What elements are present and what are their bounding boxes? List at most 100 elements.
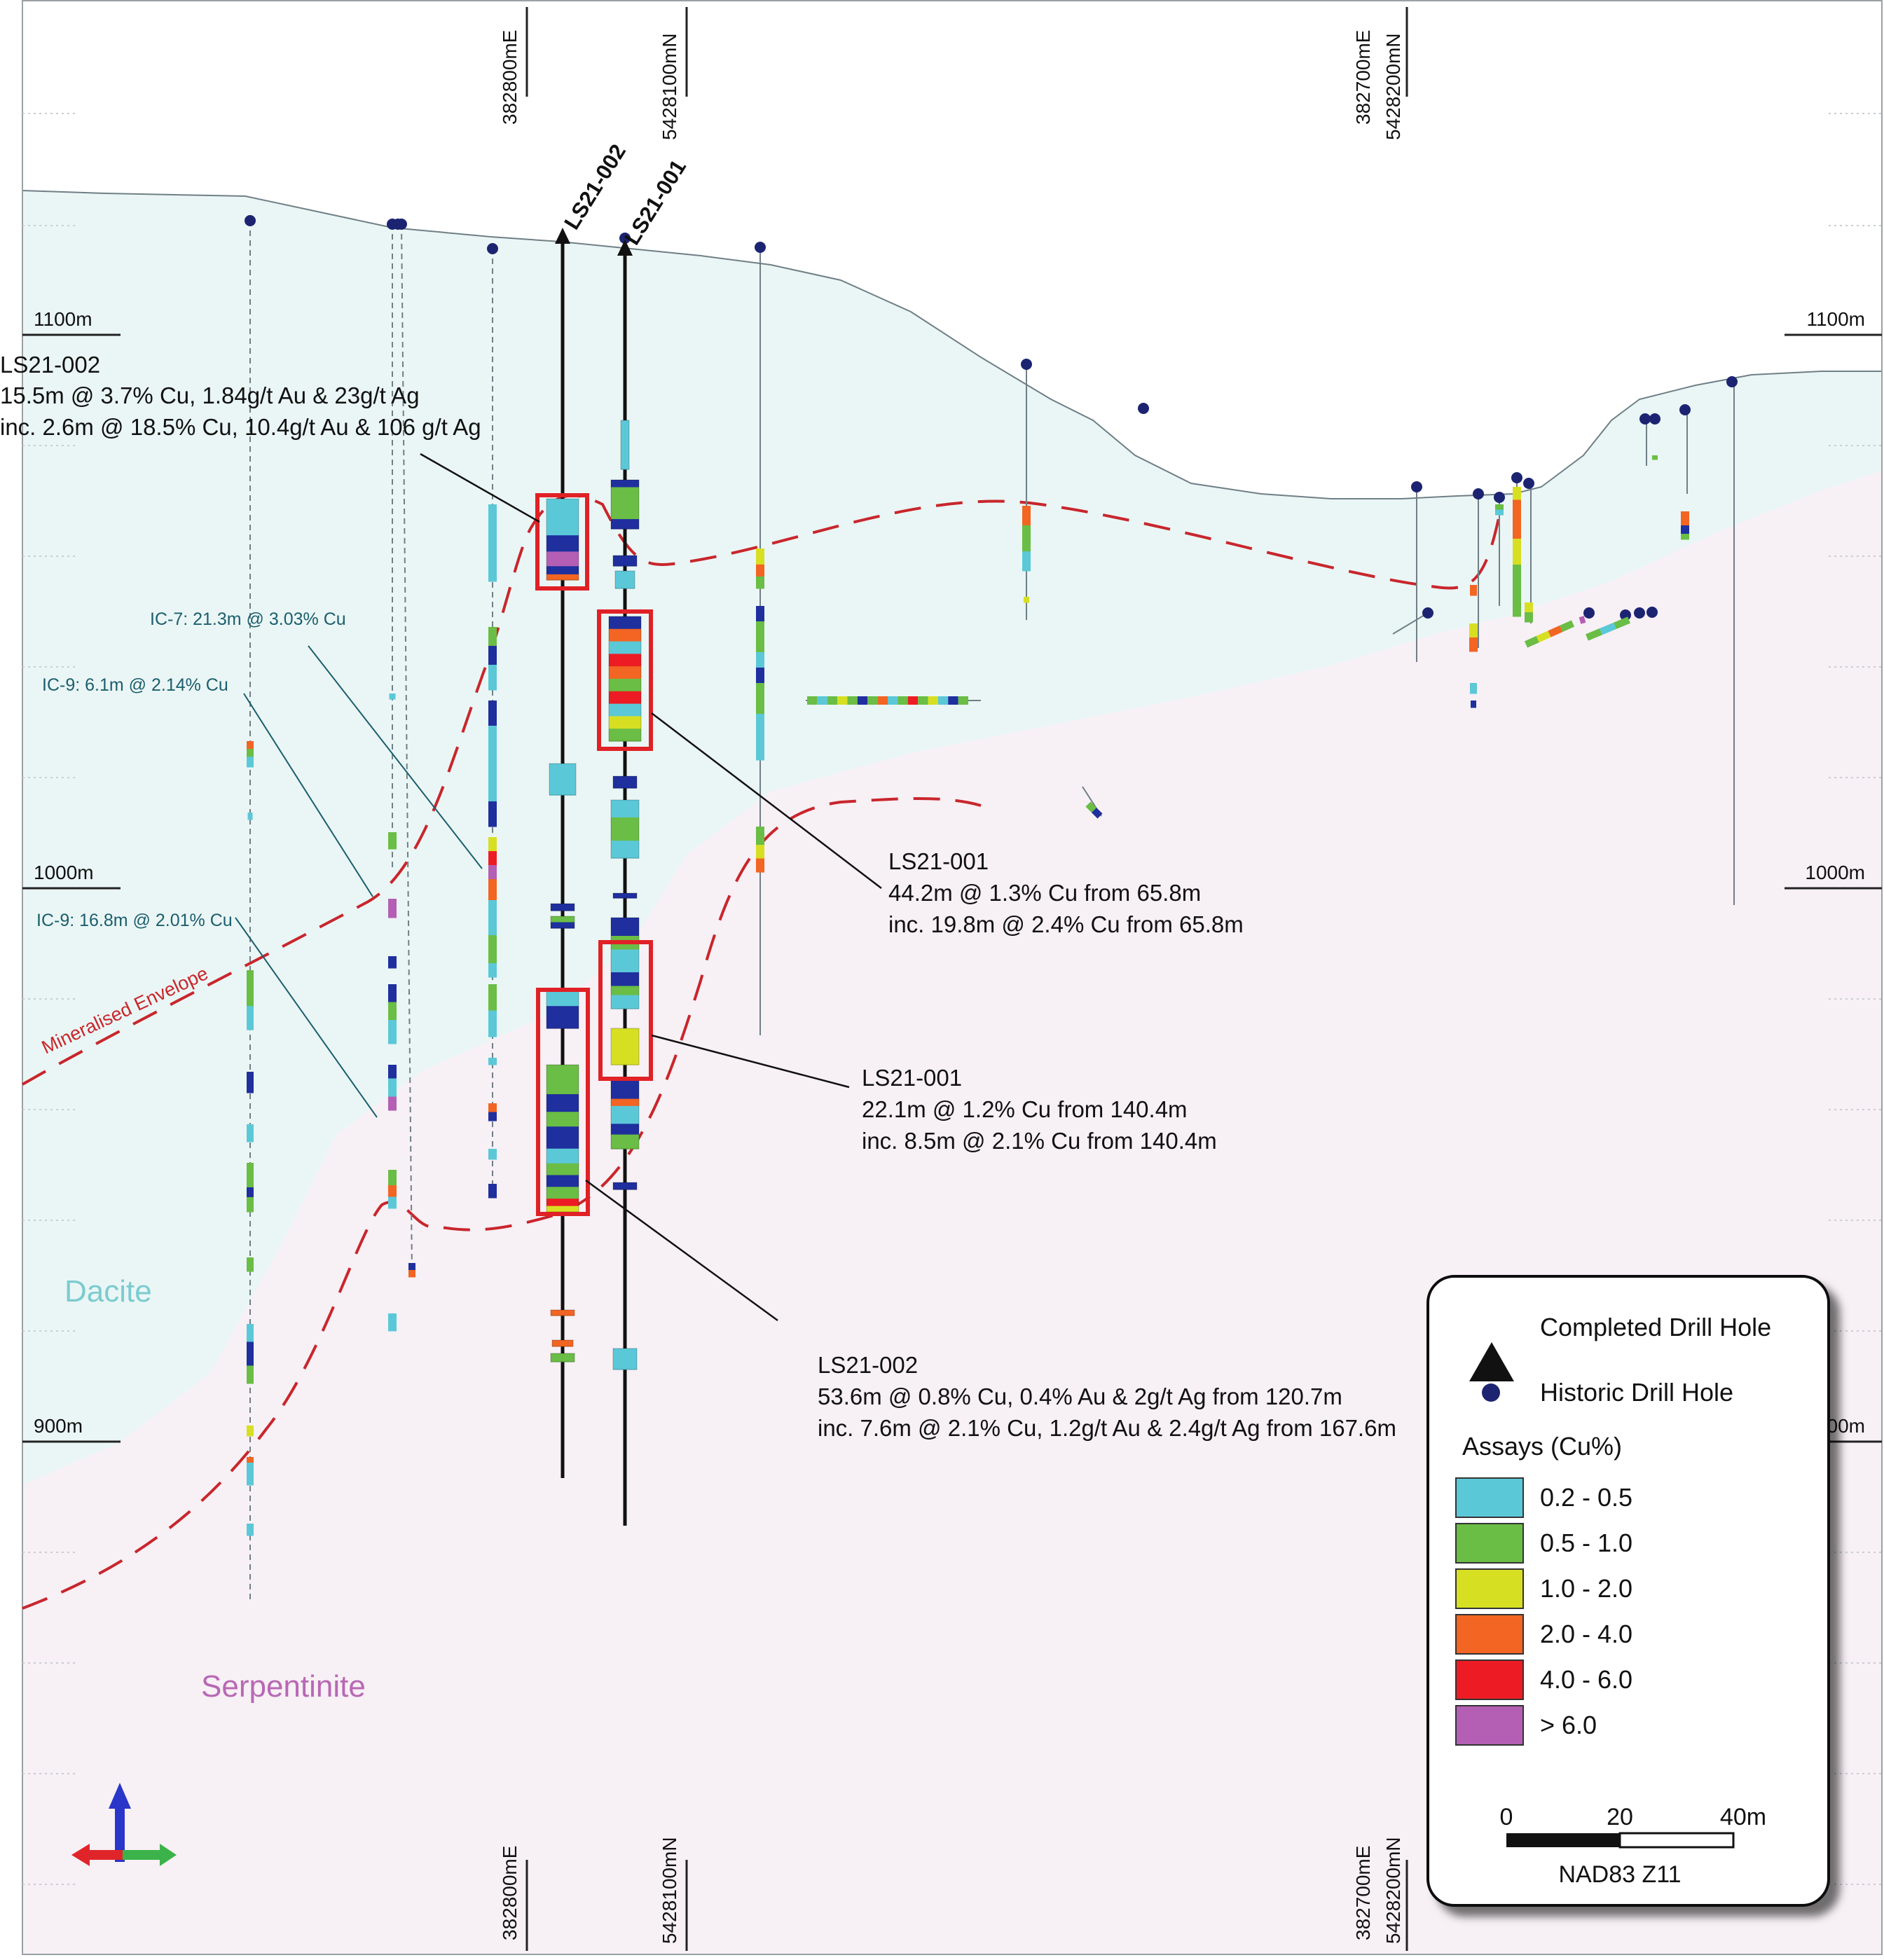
leader-lines	[420, 453, 882, 1322]
historic-assay-interval	[388, 956, 397, 969]
assay-interval	[608, 616, 642, 742]
highlight-box-ls21-001-upper	[597, 609, 653, 751]
elev-label-900-left: 900m	[34, 1415, 83, 1437]
assay-interval	[550, 1309, 575, 1316]
highlight-box-ls21-002-upper	[535, 493, 589, 591]
legend-range-label-3: 2.0 - 4.0	[1540, 1620, 1632, 1648]
historic-collar-dot	[1021, 359, 1032, 370]
legend-range-label-1: 0.5 - 1.0	[1540, 1528, 1632, 1557]
highlight-box-ls21-002-lower	[536, 988, 590, 1216]
historic-assay-interval	[1681, 511, 1689, 540]
serpentinite-unit-area	[22, 471, 1882, 1954]
historic-collar-dot	[1494, 492, 1505, 503]
assay-interval	[546, 1064, 579, 1213]
assay-interval	[614, 570, 635, 589]
historic-assay-interval	[1022, 506, 1031, 572]
historic-collar-dot	[396, 219, 407, 230]
annotation-2-line2: inc. 19.8m @ 2.4% Cu from 65.8m	[888, 911, 1244, 937]
historic-collar-dot	[1634, 607, 1645, 619]
coord-top-5428100mN: 5428100mN	[659, 33, 680, 140]
historic-drill-hole-icon	[1482, 1383, 1500, 1402]
scale-label-end: 40m	[1720, 1804, 1766, 1830]
historic-assay-interval	[488, 504, 497, 582]
historic-assay-interval	[1513, 487, 1521, 617]
historic-assay-interval	[756, 606, 764, 761]
historic-collar-dot	[245, 215, 256, 226]
historic-collar-dot	[1422, 607, 1433, 619]
historic-collar-dot	[755, 242, 766, 253]
historic-assay-interval	[388, 832, 397, 850]
historic-assay-interval	[488, 837, 497, 978]
serpentinite-label: Serpentinite	[201, 1669, 366, 1704]
historic-collar-dot	[1726, 376, 1738, 387]
historic-inclined-assay-4	[1085, 801, 1103, 819]
annotation-2-line1: 44.2m @ 1.3% Cu from 65.8m	[888, 880, 1201, 906]
historic-assay-interval	[247, 741, 254, 768]
historic-assay-interval	[388, 984, 397, 1044]
historic-assay-interval	[488, 1058, 497, 1065]
historic-assay-interval	[1652, 455, 1658, 460]
historic-assay-interval	[388, 899, 397, 918]
elev-label-1000-right: 1000m	[1805, 862, 1865, 883]
historic-assay-interval	[388, 1313, 397, 1332]
scale-label-zero: 0	[1500, 1804, 1513, 1830]
historic-assay-interval	[247, 1426, 254, 1437]
annotation-1-title: LS21-002	[0, 352, 100, 378]
assay-interval	[612, 775, 638, 789]
legend-range-label-0: 0.2 - 0.5	[1540, 1483, 1632, 1512]
historic-assay-interval	[1525, 602, 1533, 623]
historic-collar-dot	[1138, 403, 1149, 414]
historic-assay-interval	[247, 1124, 254, 1143]
topography-line	[22, 190, 1882, 499]
assay-interval	[551, 1339, 574, 1347]
coord-top-382700mE: 382700mE	[1352, 30, 1374, 125]
scale-label-mid: 20	[1607, 1804, 1633, 1830]
legend-range-label-2: 1.0 - 2.0	[1540, 1574, 1632, 1603]
historic-assay-interval	[1469, 623, 1478, 652]
assay-interval	[612, 1182, 638, 1190]
historic-intercept-ic9-upper: IC-9: 6.1m @ 2.14% Cu	[42, 675, 228, 695]
historic-assay-interval	[756, 827, 764, 873]
historic-assay-interval	[1471, 701, 1476, 708]
datum-label: NAD83 Z11	[1558, 1861, 1681, 1888]
historic-collar-dot	[1679, 404, 1691, 415]
legend-swatch-1	[1455, 1523, 1524, 1564]
elev-label-1000-left: 1000m	[34, 862, 94, 883]
annotation-1-line2: inc. 2.6m @ 18.5% Cu, 10.4g/t Au & 106 g…	[0, 414, 481, 440]
historic-intercept-ic7: IC-7: 21.3m @ 3.03% Cu	[150, 609, 346, 629]
annotation-2-title: LS21-001	[888, 848, 989, 874]
elev-label-1100-left: 1100m	[34, 308, 92, 330]
completed-drill-hole-icon	[1469, 1342, 1514, 1381]
scale-bar	[1506, 1832, 1735, 1849]
historic-collar-dot	[1523, 478, 1534, 489]
coord-top-382800mE: 382800mE	[499, 30, 521, 125]
historic-inclined-assay-1	[1524, 620, 1575, 648]
annotation-3-line2: inc. 8.5m @ 2.1% Cu from 140.4m	[862, 1128, 1217, 1154]
legend-swatch-2	[1455, 1568, 1524, 1609]
historic-assay-interval	[1470, 585, 1477, 596]
assay-interval	[550, 903, 575, 911]
assay-interval	[612, 892, 638, 899]
legend-box: Completed Drill Hole Historic Drill Hole…	[1426, 1275, 1830, 1907]
historic-assay-interval	[247, 1163, 254, 1213]
historic-assay-interval	[247, 1524, 254, 1536]
legend-historic-label: Historic Drill Hole	[1540, 1378, 1733, 1407]
assay-interval	[620, 420, 630, 470]
annotation-4-line2: inc. 7.6m @ 2.1% Cu, 1.2g/t Au & 2.4g/t …	[818, 1415, 1396, 1441]
historic-assay-interval	[247, 813, 253, 820]
coord-bottom-5428200mN: 5428200mN	[1382, 1837, 1404, 1944]
assay-interval	[610, 1077, 640, 1150]
dotted-gridlines	[22, 113, 1882, 1885]
historic-assay-interval	[488, 984, 497, 1037]
historic-assay-interval	[247, 1072, 254, 1093]
annotation-4-line1: 53.6m @ 0.8% Cu, 0.4% Au & 2g/t Ag from …	[818, 1383, 1342, 1409]
assay-interval	[546, 498, 579, 581]
historic-collar-dot	[487, 243, 498, 254]
historic-assay-interval	[247, 1324, 254, 1384]
historic-collar-dot	[1646, 607, 1658, 618]
annotation-4-title: LS21-002	[818, 1352, 918, 1378]
historic-collar-dot	[1511, 472, 1522, 483]
legend-swatch-4	[1455, 1659, 1524, 1700]
annotation-3-line1: 22.1m @ 1.2% Cu from 140.4m	[862, 1096, 1188, 1122]
